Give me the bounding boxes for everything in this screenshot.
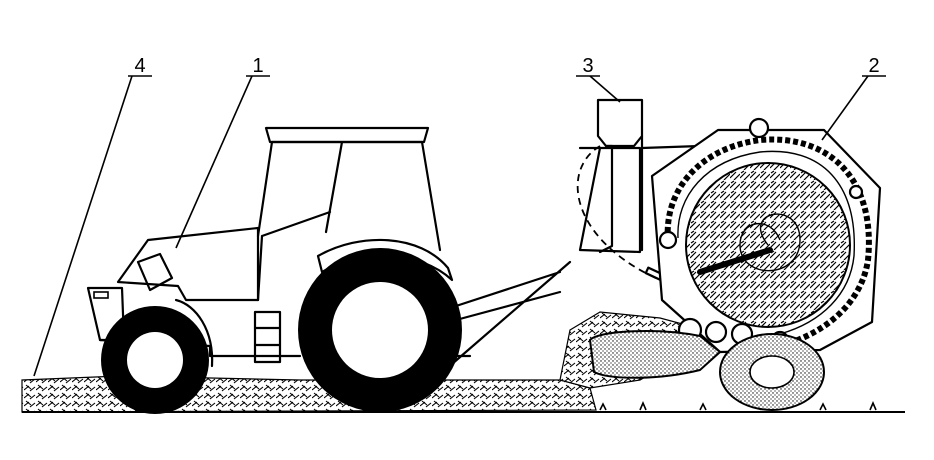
callout-label-2: 2 — [868, 55, 879, 77]
callout-1: 1 — [175, 55, 270, 249]
callout-label-1: 1 — [252, 55, 263, 77]
callout-label-3: 3 — [582, 55, 593, 77]
callout-label-4: 4 — [134, 55, 145, 77]
tractor — [86, 126, 572, 414]
round-baler — [588, 117, 882, 411]
callout-4: 4 — [33, 55, 152, 377]
preservative-applicator — [576, 98, 702, 284]
callout-2: 2 — [821, 55, 886, 141]
callout-3: 3 — [576, 55, 621, 103]
